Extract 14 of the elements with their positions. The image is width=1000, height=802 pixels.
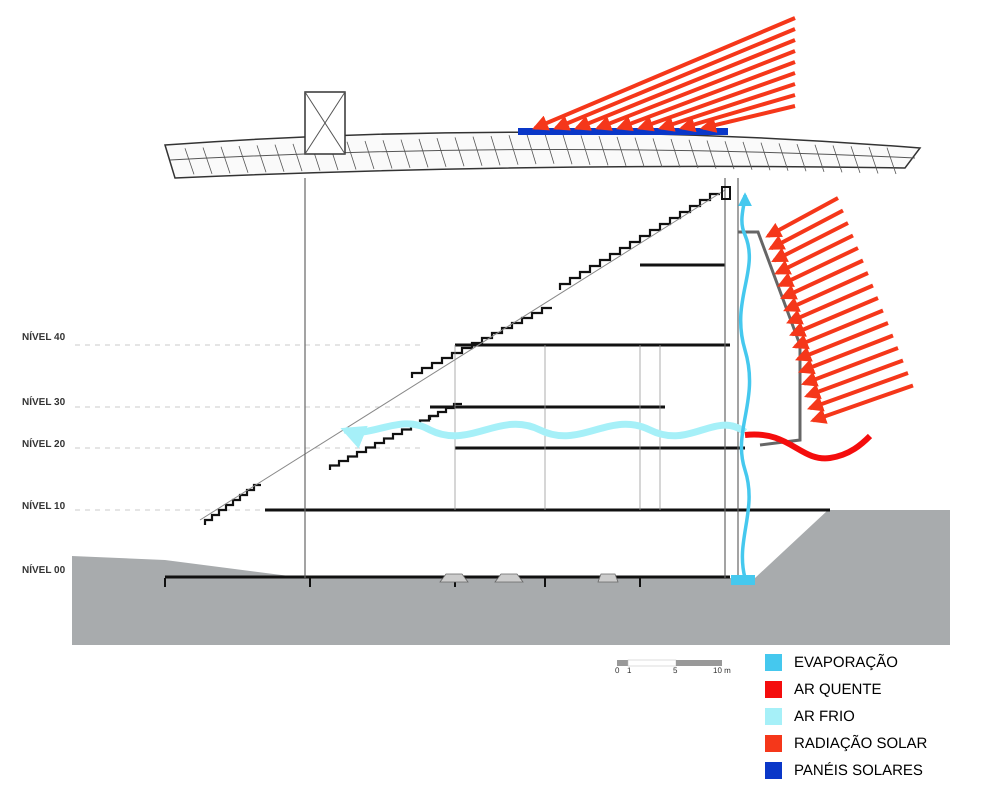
legend-label: PANÉIS SOLARES: [794, 763, 923, 778]
scale-label: 10 m: [713, 667, 731, 675]
level-label: NÍVEL 10: [22, 502, 66, 512]
legend-label: RADIAÇÃO SOLAR: [794, 736, 928, 751]
scale-label: 0: [615, 667, 620, 675]
level-label: NÍVEL 40: [22, 333, 66, 343]
level-label: NÍVEL 20: [22, 440, 66, 450]
level-label: NÍVEL 00: [22, 566, 66, 576]
legend-label: EVAPORAÇÃO: [794, 655, 898, 670]
legend-label: AR FRIO: [794, 709, 855, 724]
scale-label: 1: [627, 667, 632, 675]
legend-label: AR QUENTE: [794, 682, 882, 697]
scale-label: 5: [673, 667, 678, 675]
level-label: NÍVEL 30: [22, 398, 66, 408]
